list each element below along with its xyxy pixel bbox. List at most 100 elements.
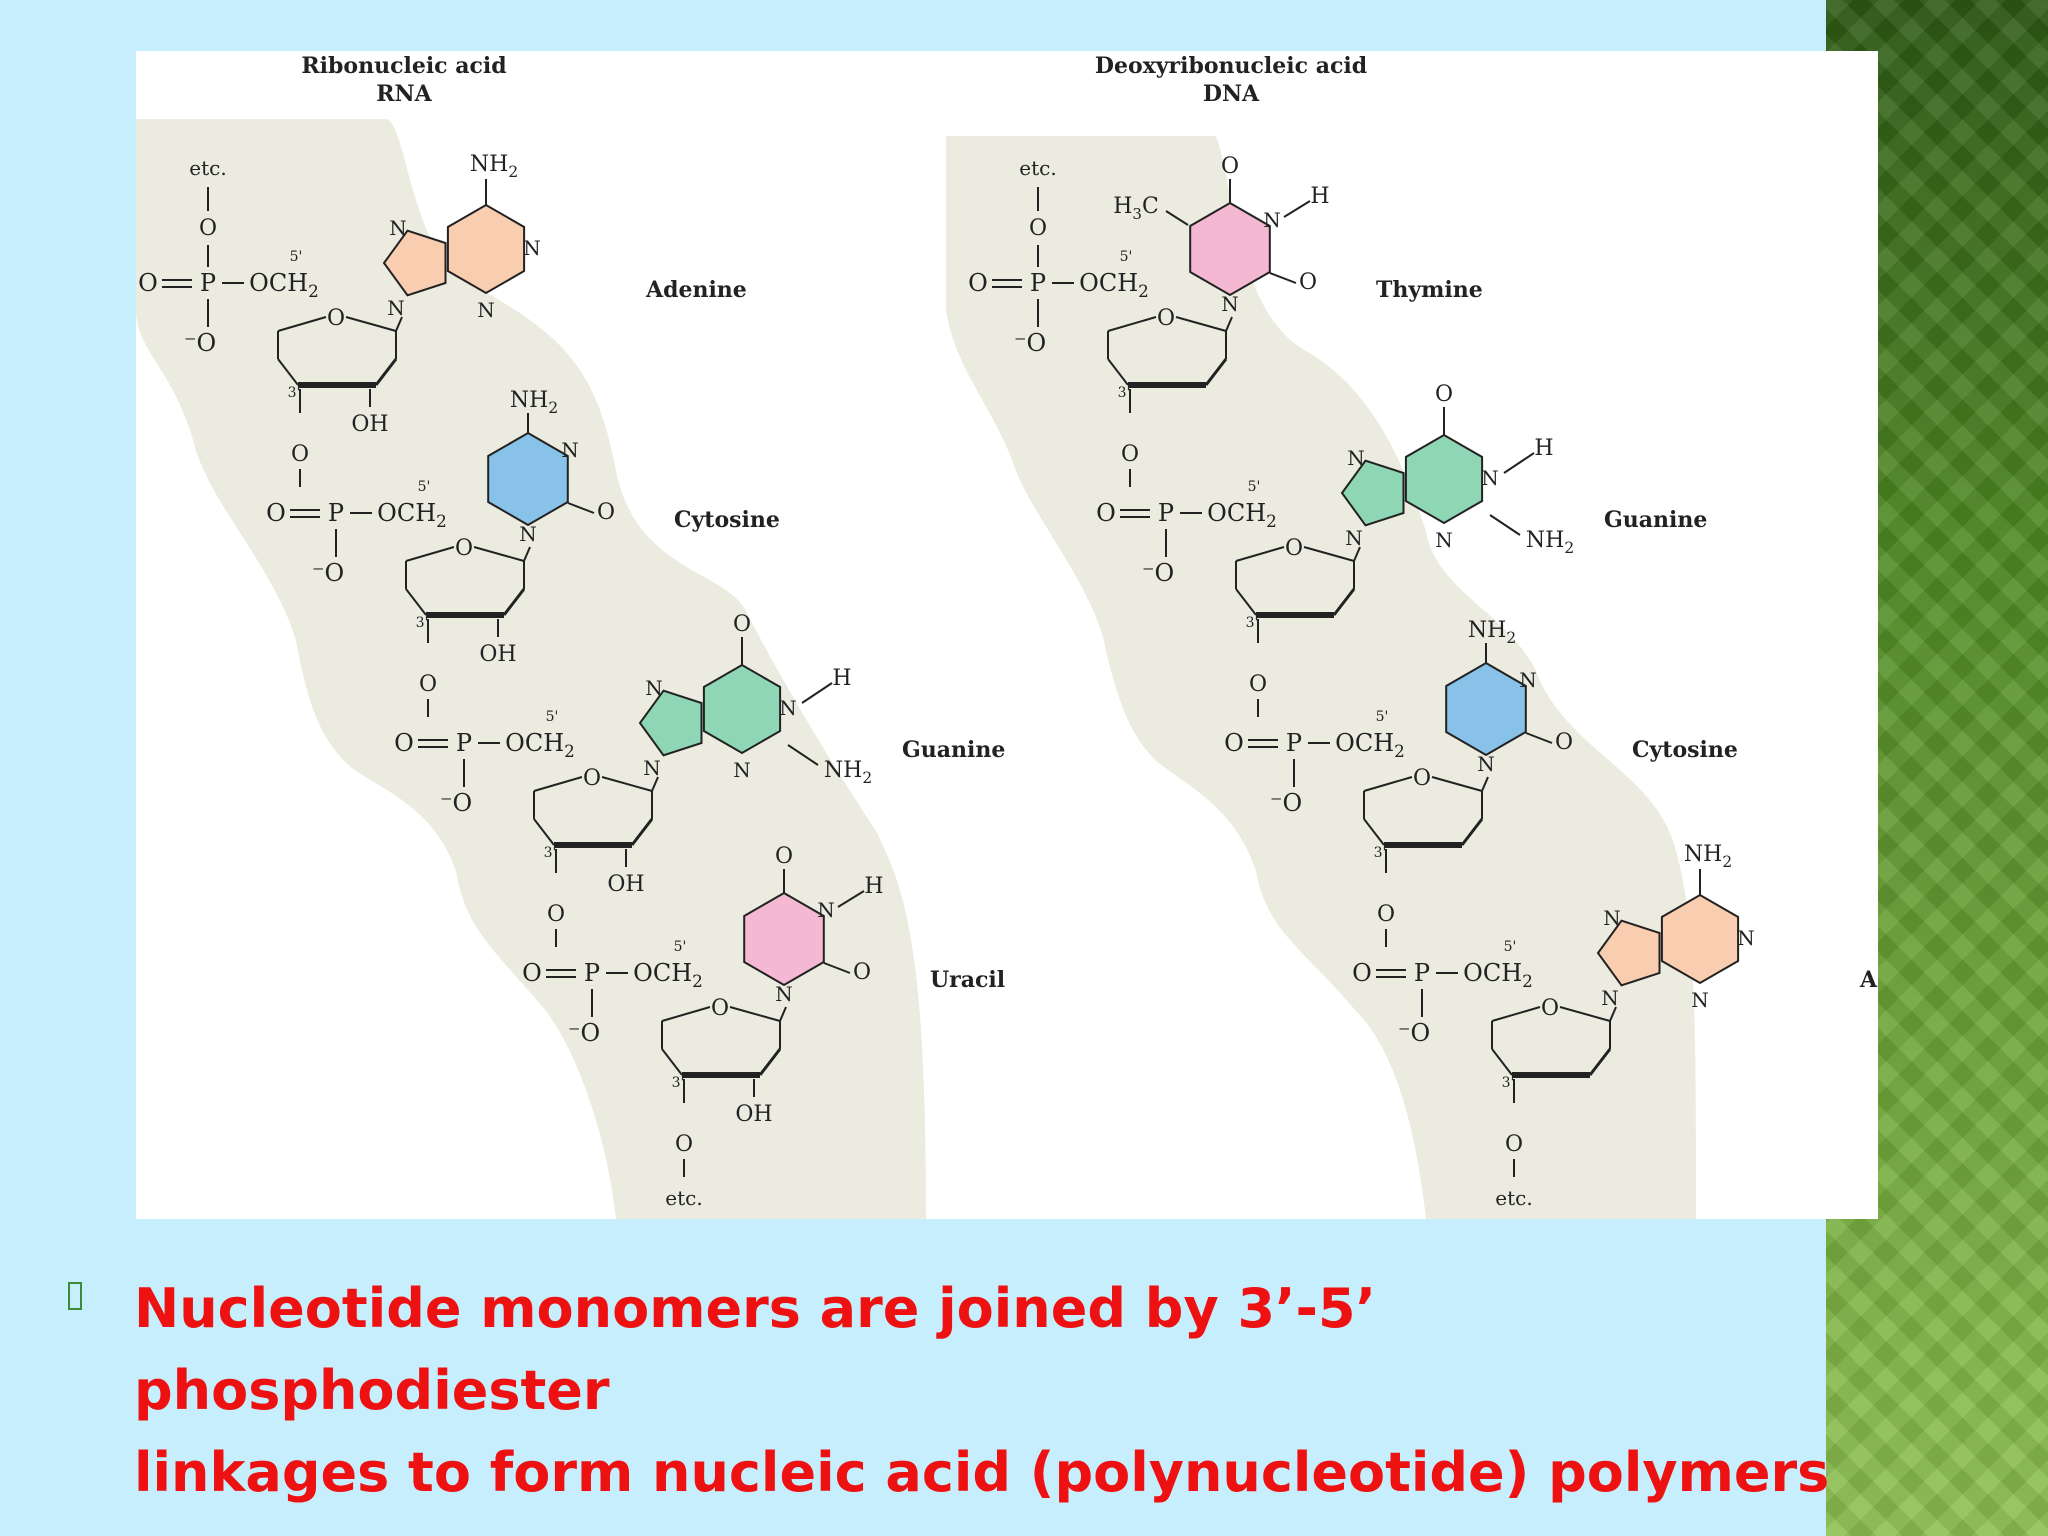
strand-start-label: etc. xyxy=(189,156,226,180)
ring-nitrogen: N xyxy=(1603,906,1621,930)
glycosidic-bond xyxy=(1225,316,1233,332)
och2-group: OCH2 xyxy=(1463,959,1533,991)
och2-group: OCH2 xyxy=(377,499,447,531)
ring-nitrogen: N xyxy=(1221,292,1239,316)
glycosidic-bond xyxy=(779,1006,787,1022)
hydrogen-atom: H xyxy=(832,666,851,691)
amino-group: NH2 xyxy=(470,152,518,181)
linking-oxygen: O xyxy=(1505,1132,1523,1157)
ring-nitrogen: N xyxy=(643,756,661,780)
prime-3-label: 3' xyxy=(416,615,429,631)
och2-group: OCH2 xyxy=(1335,729,1405,761)
phosphate-o-minus: ⁻O xyxy=(1398,1019,1430,1047)
phosphate-oxygen: O xyxy=(1096,499,1116,527)
glycosidic-bond xyxy=(523,546,531,562)
ring-nitrogen: N xyxy=(1601,986,1619,1010)
base-label: Adenine xyxy=(645,277,747,303)
glycosidic-bond xyxy=(1353,546,1361,562)
bond xyxy=(801,682,833,704)
phosphorus-atom: P xyxy=(584,959,600,987)
ring-oxygen: O xyxy=(583,766,601,791)
ring-oxygen: O xyxy=(711,996,729,1021)
base-label: Adenine xyxy=(1859,967,1878,993)
carbonyl-oxygen: O xyxy=(1555,730,1573,755)
six-member-ring xyxy=(1404,433,1484,525)
hydroxyl-group: OH xyxy=(607,872,644,897)
linking-oxygen: O xyxy=(547,902,565,927)
prime-5-label: 5' xyxy=(1120,249,1133,265)
methyl-group: H3C xyxy=(1113,194,1159,223)
prime-5-label: 5' xyxy=(418,479,431,495)
five-member-ring xyxy=(638,689,703,757)
bond xyxy=(1491,1006,1541,1022)
phosphate-o-minus: ⁻O xyxy=(1270,789,1302,817)
bond xyxy=(567,502,595,514)
och2-group: OCH2 xyxy=(1207,499,1277,531)
carbonyl-oxygen: O xyxy=(853,960,871,985)
hydrogen-atom: H xyxy=(1310,184,1329,209)
bond xyxy=(1165,210,1189,226)
bond xyxy=(1107,316,1157,332)
bond xyxy=(630,818,654,846)
six-member-ring xyxy=(743,891,825,987)
phosphate-o-minus: ⁻O xyxy=(312,559,344,587)
six-member-ring xyxy=(446,203,526,295)
hydrogen-atom: H xyxy=(864,874,883,899)
carbonyl-oxygen: O xyxy=(775,844,793,869)
phosphorus-atom: P xyxy=(1286,729,1302,757)
phosphate-o-minus: ⁻O xyxy=(184,329,216,357)
ring-nitrogen: N xyxy=(775,982,793,1006)
bond xyxy=(533,776,583,792)
amino-group: NH2 xyxy=(1468,618,1516,647)
ring-nitrogen: N xyxy=(1263,208,1281,232)
linking-oxygen: O xyxy=(1029,216,1047,241)
base-label: Guanine xyxy=(902,737,1005,763)
ring-oxygen: O xyxy=(455,536,473,561)
ring-nitrogen: N xyxy=(1435,528,1453,552)
phosphate-oxygen: O xyxy=(1352,959,1372,987)
amino-group: NH2 xyxy=(510,388,558,417)
bond xyxy=(837,890,865,908)
och2-group: OCH2 xyxy=(1079,269,1149,301)
rna-backbone-band xyxy=(136,119,926,1219)
carbonyl-oxygen: O xyxy=(1299,270,1317,295)
phosphorus-atom: P xyxy=(1030,269,1046,297)
glycosidic-bond xyxy=(1481,776,1489,792)
base-label: Cytosine xyxy=(1632,737,1738,763)
phosphate-oxygen: O xyxy=(1224,729,1244,757)
ring-nitrogen: N xyxy=(477,298,495,322)
caption-text: Nucleotide monomers are joined by 3’-5’ … xyxy=(134,1268,1834,1514)
prime-5-label: 5' xyxy=(1504,939,1517,955)
glycosidic-bond xyxy=(395,316,403,332)
bond xyxy=(1363,818,1385,846)
prime-3-label: 3' xyxy=(672,1075,685,1091)
phosphate-oxygen: O xyxy=(394,729,414,757)
carbonyl-oxygen: O xyxy=(1221,154,1239,179)
caption-line-2: linkages to form nucleic acid (polynucle… xyxy=(134,1441,1830,1504)
amino-group: NH2 xyxy=(824,758,872,787)
six-member-ring xyxy=(702,663,782,755)
ring-nitrogen: N xyxy=(1737,926,1755,950)
bond xyxy=(277,316,327,332)
ring-oxygen: O xyxy=(1285,536,1303,561)
linking-oxygen: O xyxy=(1249,672,1267,697)
bond xyxy=(1489,514,1521,536)
prime-3-label: 3' xyxy=(288,385,301,401)
prime-3-label: 3' xyxy=(1502,1075,1515,1091)
phosphate-oxygen: O xyxy=(138,269,158,297)
ring-nitrogen: N xyxy=(779,696,797,720)
dna-subtitle: DNA xyxy=(1203,81,1260,107)
bond xyxy=(473,546,525,562)
